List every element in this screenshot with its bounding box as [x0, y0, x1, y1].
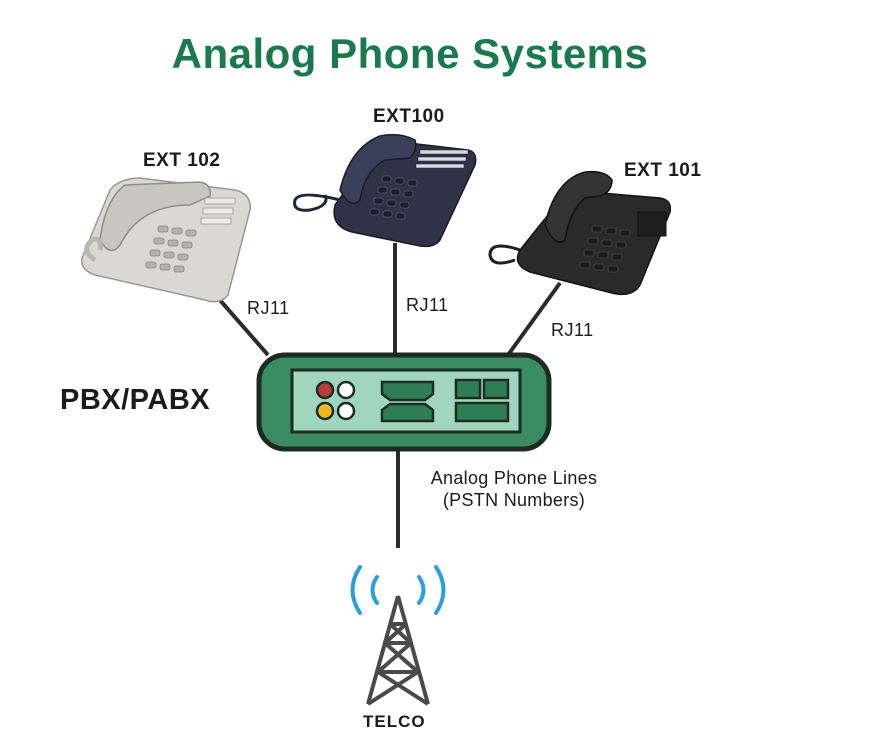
phone-ext101-icon[interactable]	[488, 170, 672, 296]
rj11-left-label: RJ11	[247, 298, 290, 318]
wire-ext101	[506, 281, 562, 357]
pbx-label: PBX/PABX	[60, 384, 211, 416]
telco-label: TELCO	[363, 712, 426, 731]
radio-tower-icon[interactable]	[350, 565, 446, 706]
trunk-label: Analog Phone Lines (PSTN Numbers)	[404, 467, 624, 511]
trunk-label-line1: Analog Phone Lines	[430, 468, 598, 488]
rj11-middle-label: RJ11	[406, 295, 449, 315]
pbx-device-icon[interactable]	[256, 352, 552, 452]
page-title: Analog Phone Systems	[171, 30, 649, 77]
ext101-label: EXT 101	[624, 160, 702, 181]
rj11-right-label: RJ11	[551, 320, 594, 340]
ext102-label: EXT 102	[143, 150, 221, 171]
ext100-label: EXT100	[373, 106, 445, 127]
phone-ext100-icon[interactable]	[293, 133, 477, 248]
trunk-label-line2: (PSTN Numbers)	[442, 490, 586, 510]
phone-ext102-icon[interactable]	[81, 177, 251, 303]
